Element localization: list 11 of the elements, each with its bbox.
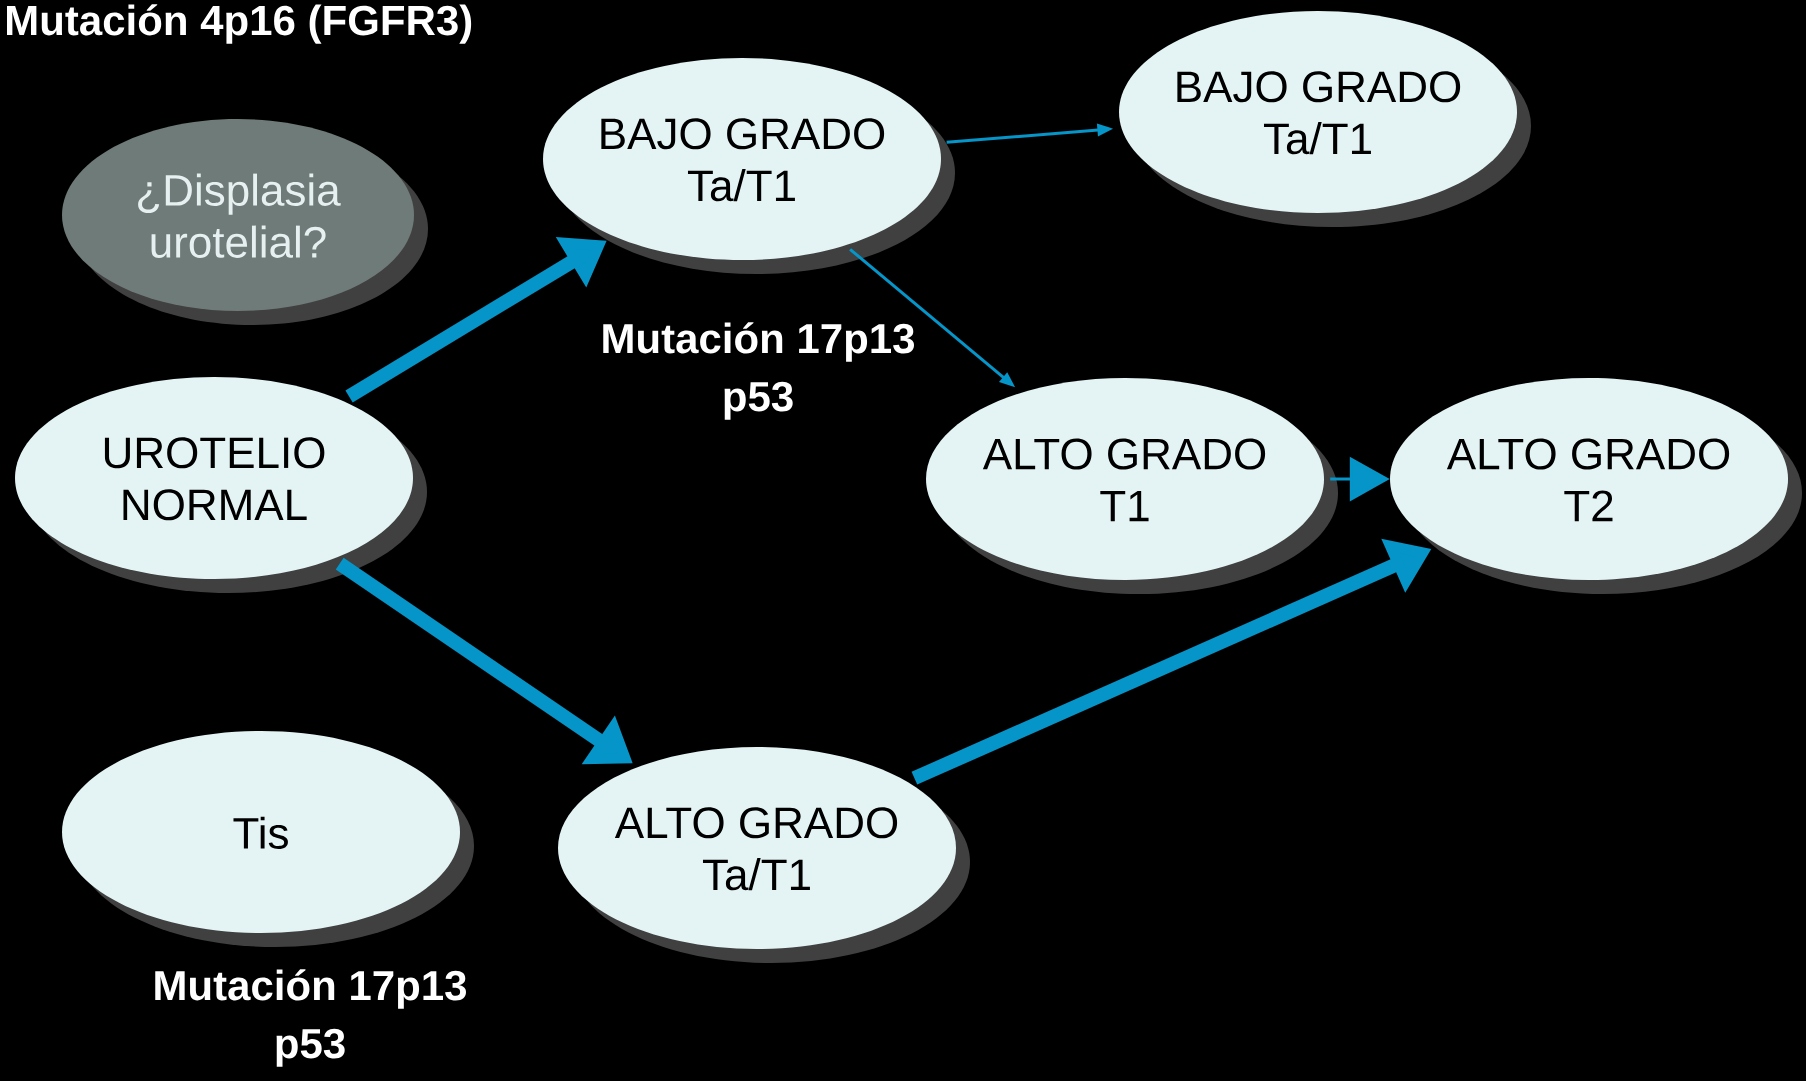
ellipse-node: ALTO GRADO T2 xyxy=(1390,378,1802,594)
mutation-label: Mutación 17p13 p53 xyxy=(155,969,466,1067)
ellipse-node: ALTO GRADO T1 xyxy=(926,378,1338,594)
ellipse-node: UROTELIO NORMAL xyxy=(15,377,427,593)
ellipse-node: ALTO GRADO Ta/T1 xyxy=(558,747,970,963)
ellipse-node: Tis xyxy=(62,731,474,947)
ellipse-node: BAJO GRADO Ta/T1 xyxy=(1119,11,1531,227)
title: Mutación 4p16 (FGFR3) xyxy=(7,4,472,44)
ellipse-node: BAJO GRADO Ta/T1 xyxy=(543,58,955,274)
mutation-label: Mutación 17p13 p53 xyxy=(603,322,914,420)
ellipse-node: ¿Displasia urotelial? xyxy=(62,119,428,325)
